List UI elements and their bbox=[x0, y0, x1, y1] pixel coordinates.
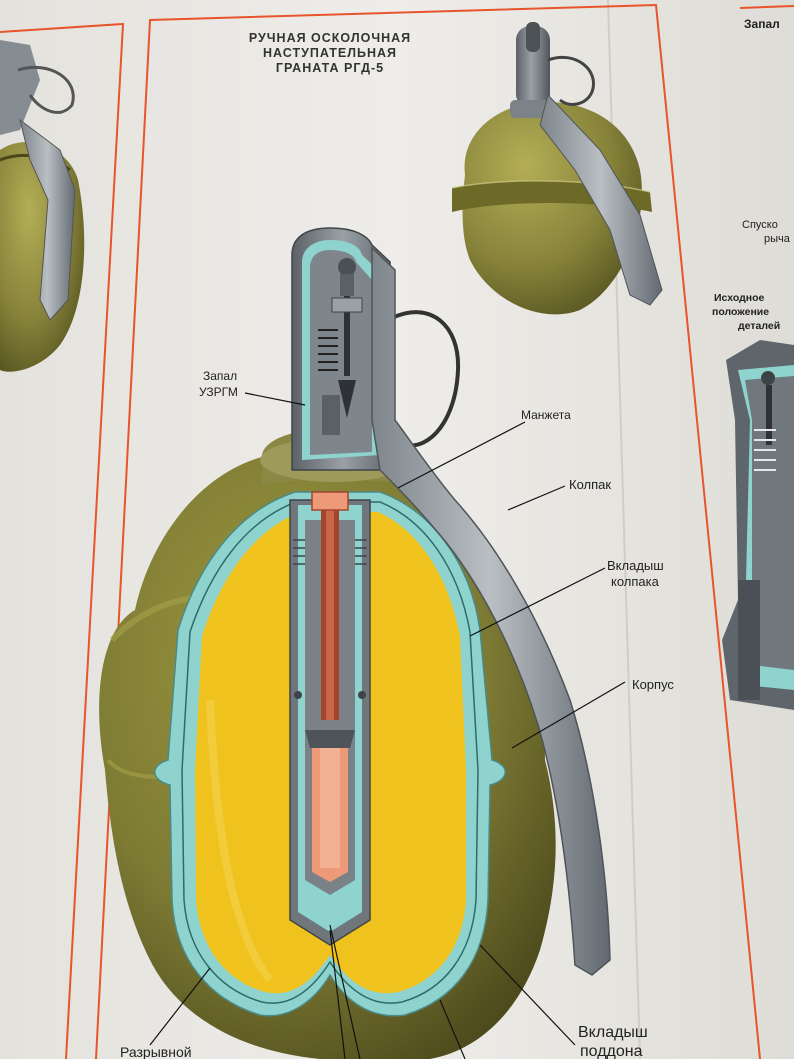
initial-pos-line2: положение bbox=[712, 306, 769, 318]
label-charge: Разрывной bbox=[120, 1044, 192, 1059]
left-grenade-partial bbox=[0, 40, 85, 372]
safety-lever bbox=[371, 246, 611, 976]
trigger-label-line2: рыча bbox=[764, 233, 791, 245]
label-body: Корпус bbox=[632, 677, 674, 692]
leader-lines bbox=[149, 392, 626, 1059]
label-tray-liner-line2: поддона bbox=[580, 1043, 643, 1059]
label-tray-liner-line1: Вкладыш bbox=[578, 1024, 648, 1041]
pull-ring bbox=[391, 310, 461, 448]
label-cap: Колпак bbox=[569, 477, 611, 492]
title-line-1: РУЧНАЯ ОСКОЛОЧНАЯ bbox=[249, 31, 411, 45]
label-cuff: Манжета bbox=[521, 408, 571, 422]
initial-pos-line3: деталей bbox=[738, 320, 780, 332]
label-cap-liner-line1: Вкладыш bbox=[607, 558, 664, 573]
title-line-3: ГРАНАТА РГД-5 bbox=[276, 61, 384, 75]
label-fuse-line2: УЗРГМ bbox=[199, 385, 238, 399]
right-header: Запал bbox=[744, 17, 780, 31]
main-grenade-cutaway bbox=[99, 227, 611, 1059]
label-fuse-line1: Запал bbox=[203, 369, 237, 383]
fuse-detail-partial bbox=[722, 340, 794, 710]
initial-pos-line1: Исходное bbox=[714, 292, 765, 304]
title-line-2: НАСТУПАТЕЛЬНАЯ bbox=[263, 46, 397, 60]
small-grenade-illustration bbox=[451, 22, 663, 315]
label-cap-liner-line2: колпака bbox=[611, 574, 660, 589]
trigger-label-line1: Спуско bbox=[742, 219, 778, 231]
frame-lines bbox=[0, 3, 794, 1059]
